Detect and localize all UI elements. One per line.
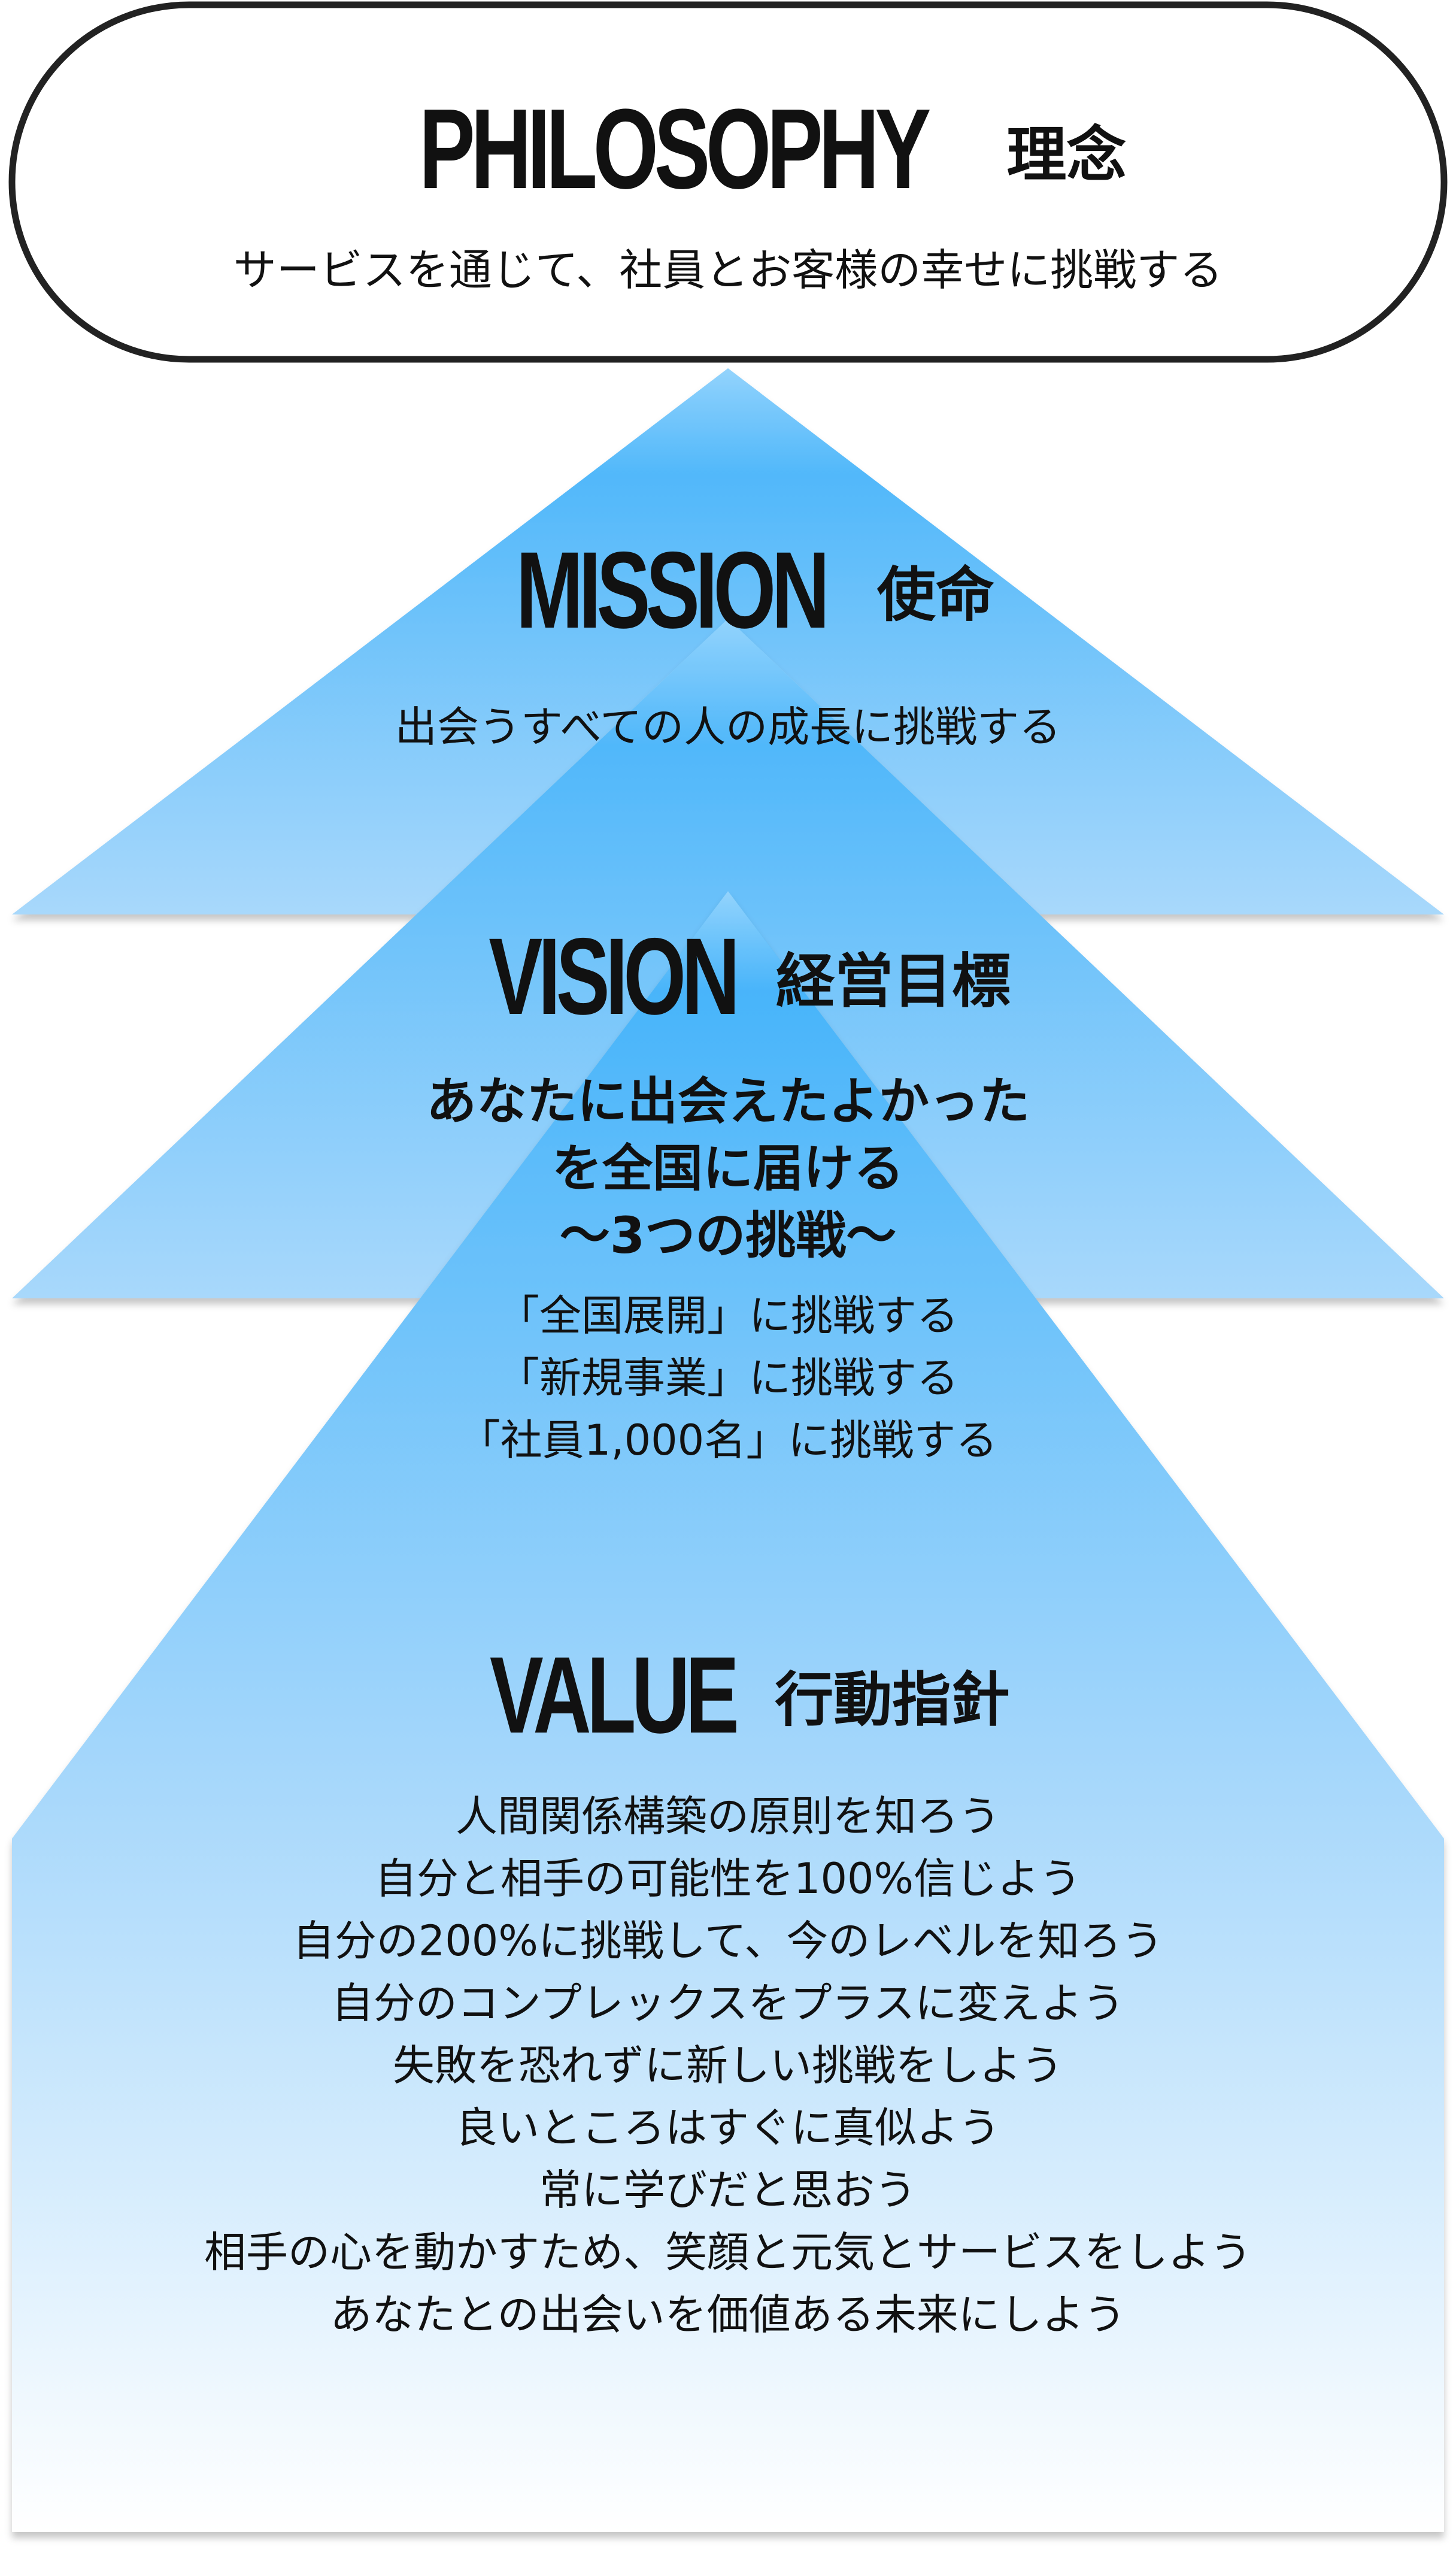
vision-title-jp: 経営目標 [776,947,1011,1016]
philosophy-section: PHILOSOPHY 理念 サービスを通じて、社員とお客様の幸せに挑戦する [0,84,1456,298]
value-item: 失敗を恐れずに新しい挑戦をしよう [393,2041,1063,2090]
vision-title-en: VISION [489,915,740,1037]
value-item: 自分の200%に挑戦して、今のレベルを知ろう [292,1916,1164,1966]
mission-tier-highlight [587,368,869,476]
value-section: VALUE 行動指針 人間関係構築の原則を知ろう 自分と相手の可能性を100%信… [0,1632,1456,2346]
value-item: 人間関係構築の原則を知ろう [456,1792,1000,1841]
vision-headline-line: あなたに出会えたよかった [426,1072,1030,1131]
philosophy-title-en: PHILOSOPHY [418,86,931,213]
value-item: 常に学びだと思おう [539,2166,917,2215]
value-tier-shape [12,891,1444,2532]
value-title-jp: 行動指針 [775,1666,1010,1734]
value-title-en: VALUE [489,1634,739,1756]
vision-headline-line: を全国に届ける [551,1139,904,1198]
philosophy-capsule [8,1,1448,363]
vision-challenge-list: 「全国展開」に挑戦する 「新規事業」に挑戦する 「社員1,000名」に挑戦する [0,1285,1456,1471]
vision-heading: VISION 経営目標 [0,913,1456,1039]
vision-challenge-item: 「社員1,000名」に挑戦する [458,1416,998,1465]
mission-title-en: MISSION [515,529,830,651]
value-list: 人間関係構築の原則を知ろう 自分と相手の可能性を100%信じよう 自分の200%… [0,1785,1456,2346]
value-item: 良いところはすぐに真似よう [456,2103,1000,2152]
mission-title-jp: 使命 [876,561,994,629]
value-heading: VALUE 行動指針 [0,1632,1456,1758]
vision-headline: あなたに出会えたよかった を全国に届ける 〜3つの挑戦〜 [0,1068,1456,1269]
value-item: 自分と相手の可能性を100%信じよう [374,1854,1082,1903]
mission-heading: MISSION 使命 [0,527,1456,653]
value-item: あなたとの出会いを価値ある未来にしよう [330,2290,1126,2339]
philosophy-heading: PHILOSOPHY 理念 [0,84,1456,214]
philosophy-title-jp: 理念 [1006,119,1127,190]
mission-statement: 出会うすべての人の成長に挑戦する [395,702,1061,752]
value-item: 自分のコンプレックスをプラスに変えよう [331,1979,1125,2028]
vision-section: VISION 経営目標 あなたに出会えたよかった を全国に届ける 〜3つの挑戦〜… [0,913,1456,1471]
vision-challenge-item: 「全国展開」に挑戦する [498,1291,958,1340]
philosophy-statement: サービスを通じて、社員とお客様の幸せに挑戦する [233,245,1223,295]
vision-tier-highlight [593,619,863,747]
value-item: 相手の心を動かすため、笑顔と元気とサービスをしよう [204,2228,1252,2277]
value-tier-highlight [653,891,803,991]
vision-challenge-item: 「新規事業」に挑戦する [498,1353,958,1403]
vision-headline-line: 〜3つの挑戦〜 [559,1206,897,1265]
mission-section: MISSION 使命 出会うすべての人の成長に挑戦する [0,527,1456,754]
